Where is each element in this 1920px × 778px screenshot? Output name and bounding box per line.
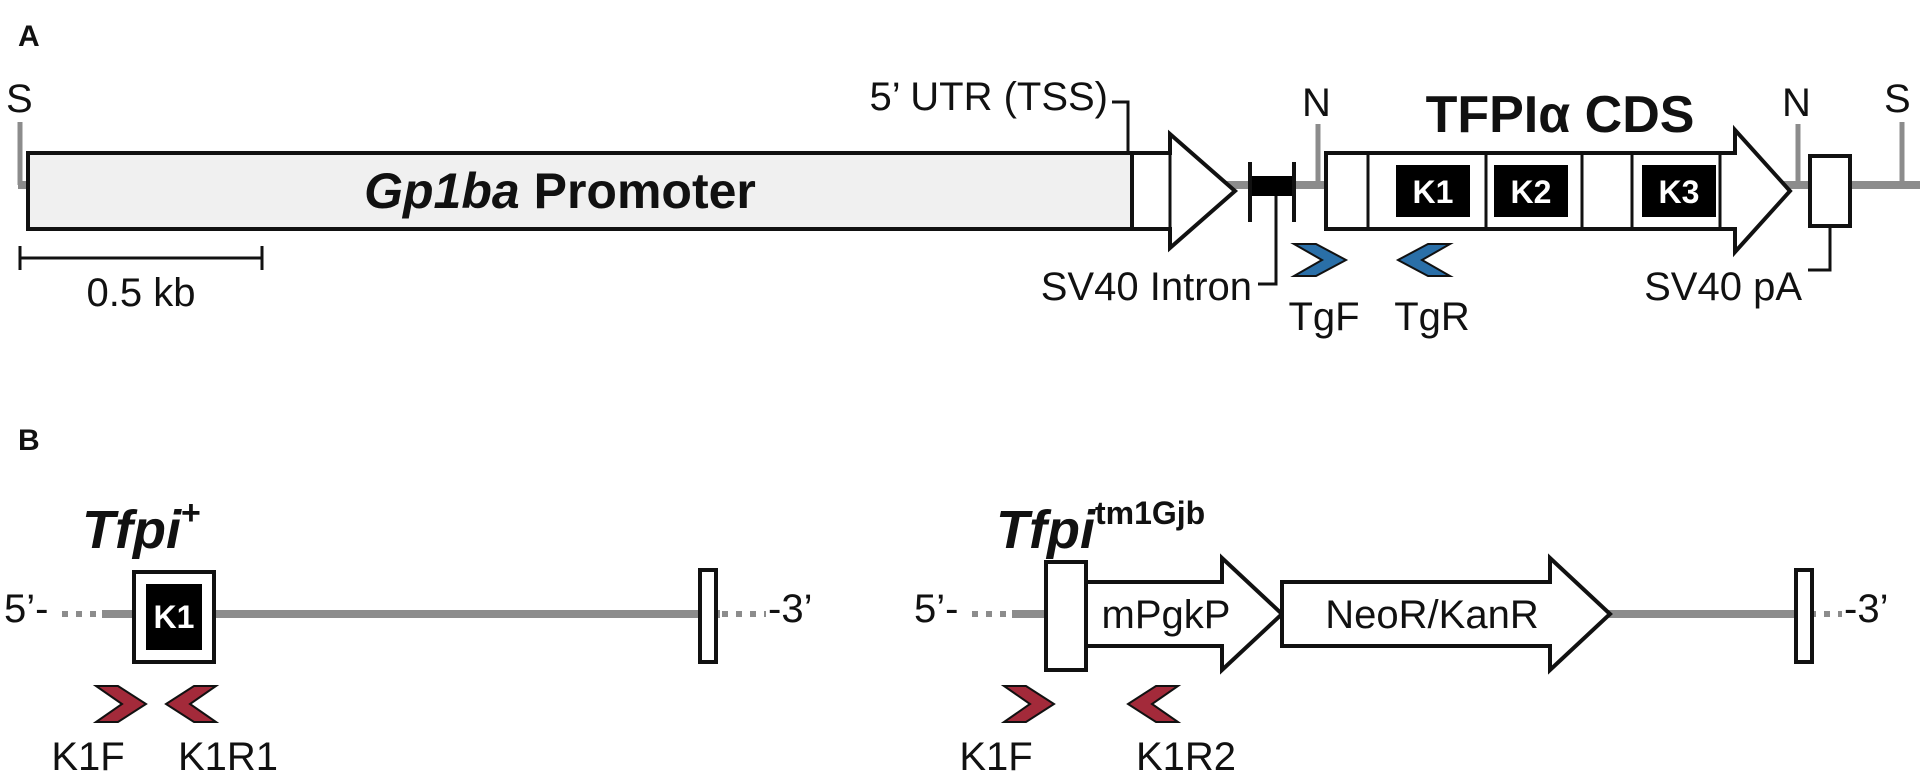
utr-arrow: [1130, 129, 1239, 253]
primer-k1f-wt-icon: [92, 685, 148, 723]
intron-callout: SV40 Intron: [1041, 196, 1278, 309]
primer-k1r2-label: K1R2: [1136, 735, 1236, 778]
primer-tgr-icon: [1395, 243, 1454, 277]
promoter-label: Gp1ba Promoter: [364, 163, 756, 219]
restriction-site-s-right: S: [1884, 77, 1911, 185]
scale-bar: 0.5 kb: [18, 246, 264, 315]
domain-k3-label: K3: [1659, 174, 1700, 210]
primer-k1f-wt-label: K1F: [51, 735, 124, 778]
primer-k1r1-label: K1R1: [178, 735, 278, 778]
domain-k2-label: K2: [1511, 174, 1552, 210]
gp1ba-promoter: Gp1ba Promoter: [26, 151, 1134, 231]
site-label-n-left: N: [1302, 81, 1331, 125]
promoter-label-italic: Gp1ba: [364, 163, 520, 219]
primer-tgf-label: TgF: [1288, 295, 1359, 339]
primer-tgf-icon: [1290, 243, 1349, 277]
panel-a-label: A: [18, 20, 40, 53]
site-label-s-right: S: [1884, 77, 1911, 121]
neor-kanr-label: NeoR/KanR: [1325, 593, 1538, 637]
primer-k1f-mut-icon: [1000, 685, 1056, 723]
site-label-n-right: N: [1782, 81, 1811, 125]
site-label-s-left: S: [6, 77, 33, 121]
cds-label: TFPIα CDS: [1426, 86, 1695, 144]
wt-three-prime: -3’: [768, 587, 812, 631]
panel-b-label: B: [18, 424, 40, 457]
scale-label: 0.5 kb: [87, 271, 196, 315]
restriction-site-n-left: N: [1302, 81, 1331, 185]
intron-label: SV40 Intron: [1041, 265, 1252, 309]
wt-domain-k1-label: K1: [154, 599, 195, 635]
domain-k3: K3: [1642, 165, 1716, 217]
mut-title-italic: Tfpi: [996, 500, 1096, 560]
utr-label: 5’ UTR (TSS): [869, 75, 1108, 119]
wt-five-prime: 5’-: [4, 587, 48, 631]
mpgkp-label: mPgkP: [1102, 593, 1231, 637]
promoter-label-text: Promoter: [520, 163, 756, 219]
pa-callout: SV40 pA: [1644, 226, 1832, 309]
neor-kanr-arrow: NeoR/KanR: [1280, 553, 1613, 675]
wt-title: Tfpi+: [82, 494, 201, 560]
domain-k1: K1: [1396, 165, 1470, 217]
utr-callout: 5’ UTR (TSS): [869, 75, 1130, 153]
mut-title-sup: tm1Gjb: [1095, 495, 1205, 531]
mpgkp-arrow: mPgkP: [1084, 553, 1285, 675]
mut-three-prime: -3’: [1844, 587, 1888, 631]
primer-k1r2-icon: [1126, 685, 1182, 723]
primer-k1f-mut-label: K1F: [959, 735, 1032, 778]
restriction-site-s-left: S: [6, 77, 33, 185]
sv40-intron: [1248, 162, 1296, 222]
restriction-site-n-right: N: [1782, 81, 1811, 185]
domain-k2: K2: [1494, 165, 1568, 217]
sv40-pa: [1808, 154, 1852, 228]
pa-label: SV40 pA: [1644, 265, 1802, 309]
domain-k1-label: K1: [1413, 174, 1454, 210]
primer-k1r1-icon: [164, 685, 220, 723]
wt-title-italic: Tfpi: [82, 500, 182, 560]
wt-title-sup: +: [181, 494, 201, 532]
primer-tgr-label: TgR: [1394, 295, 1470, 339]
mut-five-prime: 5’-: [914, 587, 958, 631]
mut-title: Tfpitm1Gjb: [996, 495, 1205, 560]
tfpi-wt-allele: Tfpi+ 5’- -3’ K1: [4, 494, 812, 664]
